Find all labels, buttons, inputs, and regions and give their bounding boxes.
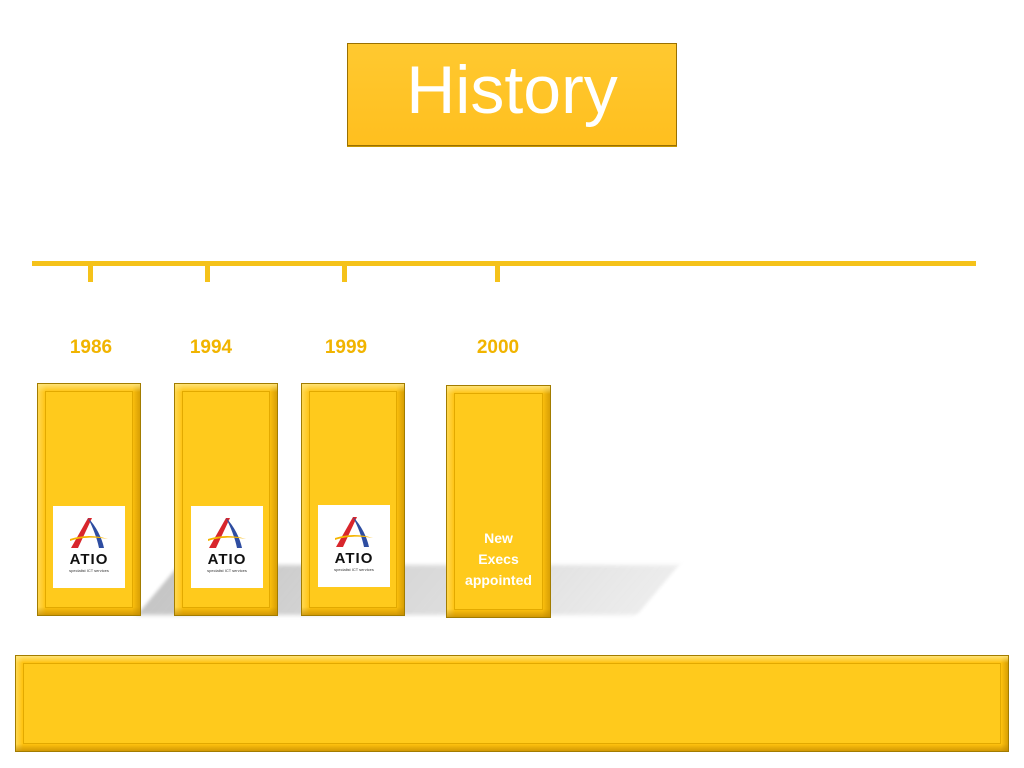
logo-tagline: specialist ICT services xyxy=(207,568,247,573)
logo-wordmark: ATIO xyxy=(334,550,374,567)
slide-title: History xyxy=(406,51,618,128)
year-label: 1994 xyxy=(189,337,233,358)
milestone-text-line: appointed xyxy=(465,572,532,588)
timeline-tick xyxy=(205,263,210,282)
bottom-banner xyxy=(15,655,1009,752)
timeline-line xyxy=(32,261,976,266)
year-label: 2000 xyxy=(476,337,520,358)
timeline-tick xyxy=(495,263,500,282)
milestone-text-line: New xyxy=(484,530,513,546)
logo-tagline: specialist ICT services xyxy=(334,567,374,572)
year-label: 1986 xyxy=(69,337,113,358)
milestone-card-1994: ATIO specialist ICT services xyxy=(174,383,278,616)
milestone-card-1999: ATIO specialist ICT services xyxy=(301,383,405,616)
atio-logo: ATIO specialist ICT services xyxy=(53,506,125,588)
milestone-card-2000: New Execs appointed xyxy=(446,385,551,618)
milestone-description: New Execs appointed xyxy=(447,528,550,591)
timeline-tick xyxy=(342,263,347,282)
title-box: History xyxy=(347,43,677,146)
timeline-tick xyxy=(88,263,93,282)
milestone-card-1986: ATIO specialist ICT services xyxy=(37,383,141,616)
milestone-text-line: Execs xyxy=(478,551,519,567)
logo-tagline: specialist ICT services xyxy=(69,568,109,573)
logo-wordmark: ATIO xyxy=(207,551,247,568)
logo-wordmark: ATIO xyxy=(69,551,109,568)
year-label: 1999 xyxy=(324,337,368,358)
atio-logo-icon xyxy=(70,518,108,548)
atio-logo-icon xyxy=(208,518,246,548)
atio-logo: ATIO specialist ICT services xyxy=(318,505,390,587)
atio-logo: ATIO specialist ICT services xyxy=(191,506,263,588)
atio-logo-icon xyxy=(335,517,373,547)
